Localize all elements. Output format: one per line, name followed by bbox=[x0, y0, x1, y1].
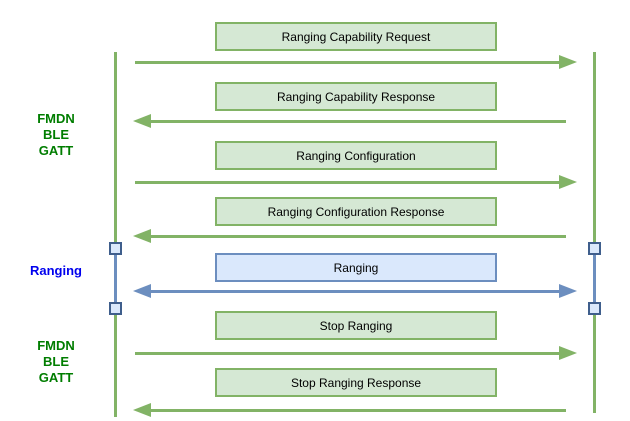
arrow-line bbox=[151, 289, 559, 293]
ranging-segment-right bbox=[593, 255, 596, 302]
section-label-fmdn-ble-gatt-top: FMDN BLE GATT bbox=[37, 111, 75, 158]
arrowhead-left-icon bbox=[133, 229, 151, 243]
message-label: Stop Ranging Response bbox=[290, 375, 422, 390]
lifeline-left bbox=[114, 52, 117, 417]
arrow-line bbox=[151, 408, 566, 412]
section-label-fmdn-ble-gatt-bottom: FMDN BLE GATT bbox=[37, 338, 75, 385]
arrow-line bbox=[151, 234, 566, 238]
arrowhead-left-icon bbox=[133, 403, 151, 417]
message-arrow-both bbox=[133, 284, 577, 298]
arrow-line bbox=[151, 119, 566, 123]
message-label: Ranging Configuration bbox=[296, 148, 416, 163]
message-label: Ranging Configuration Response bbox=[267, 204, 445, 219]
message-arrow-right bbox=[133, 346, 577, 360]
arrow-line bbox=[135, 60, 559, 64]
activation-marker bbox=[109, 302, 122, 315]
section-label-ranging: Ranging bbox=[30, 263, 82, 278]
message-arrow-right bbox=[133, 55, 577, 69]
arrowhead-right-icon bbox=[559, 346, 577, 360]
message-arrow-left bbox=[133, 403, 577, 417]
message-box: Stop Ranging bbox=[215, 311, 497, 340]
arrow-line bbox=[135, 180, 559, 184]
message-box: Ranging Configuration bbox=[215, 141, 497, 170]
arrowhead-right-icon bbox=[559, 284, 577, 298]
arrow-line bbox=[135, 351, 559, 355]
arrowhead-left-icon bbox=[133, 114, 151, 128]
ranging-segment-left bbox=[114, 255, 117, 302]
activation-marker bbox=[588, 302, 601, 315]
message-box: Ranging Configuration Response bbox=[215, 197, 497, 226]
message-box: Ranging bbox=[215, 253, 497, 282]
message-label: Ranging Capability Request bbox=[281, 29, 431, 44]
arrowhead-right-icon bbox=[559, 55, 577, 69]
activation-marker bbox=[109, 242, 122, 255]
message-label: Ranging bbox=[333, 260, 379, 275]
arrowhead-left-icon bbox=[133, 284, 151, 298]
message-arrow-right bbox=[133, 175, 577, 189]
message-box: Ranging Capability Request bbox=[215, 22, 497, 51]
arrowhead-right-icon bbox=[559, 175, 577, 189]
message-box: Stop Ranging Response bbox=[215, 368, 497, 397]
lifeline-right bbox=[593, 52, 596, 413]
message-arrow-left bbox=[133, 229, 577, 243]
message-box: Ranging Capability Response bbox=[215, 82, 497, 111]
activation-marker bbox=[588, 242, 601, 255]
message-arrow-left bbox=[133, 114, 577, 128]
message-label: Stop Ranging bbox=[319, 318, 393, 333]
message-label: Ranging Capability Response bbox=[276, 89, 436, 104]
